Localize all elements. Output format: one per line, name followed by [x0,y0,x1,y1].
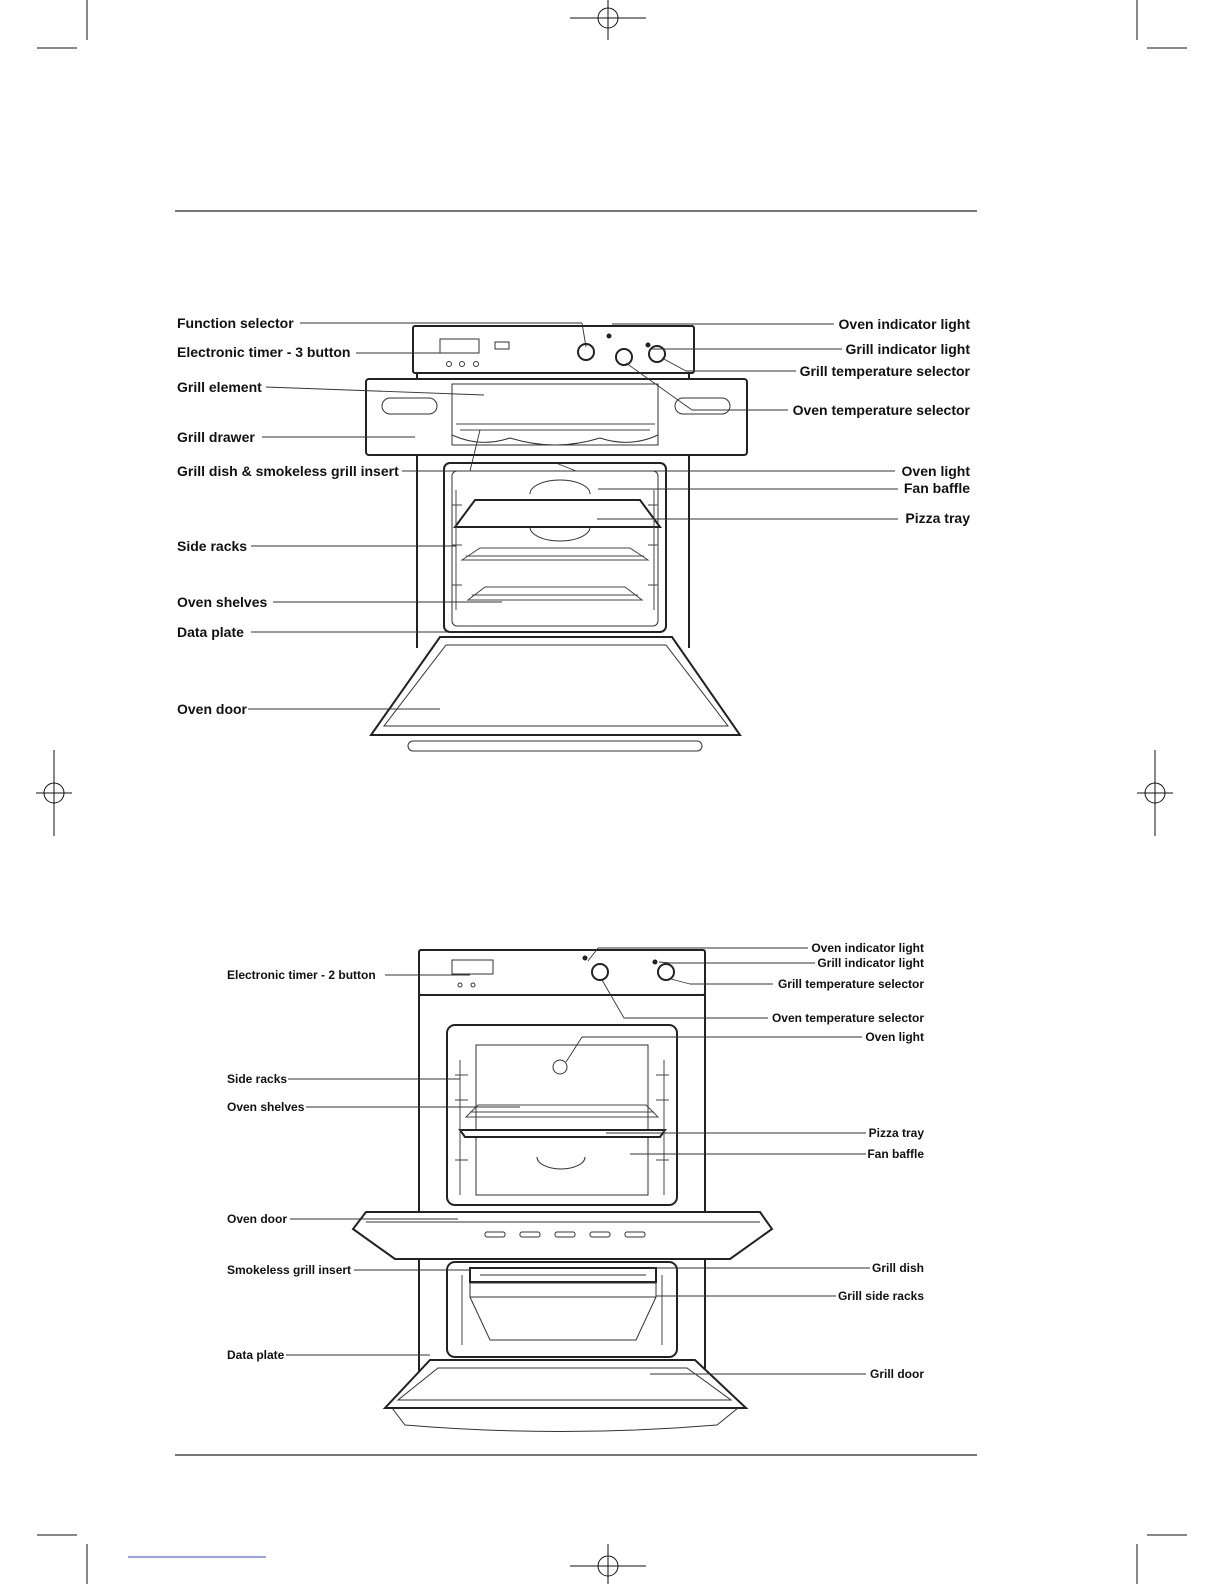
function-selector-knob [577,343,595,361]
upper-oven-cavity [446,1024,678,1206]
label-oven-shelves: Oven shelves [177,594,267,610]
oven-door-handle [407,740,703,752]
labels-top: Function selector Electronic timer - 3 b… [177,315,971,717]
label-electronic-timer-3-button: Electronic timer - 3 button [177,344,350,360]
label-grill-dish-insert: Grill dish & smokeless grill insert [177,463,399,479]
registration-mark-left [36,750,72,836]
pizza-tray [458,1129,667,1138]
grill-indicator-light [652,959,658,965]
grill-temperature-knob [657,963,675,981]
side-racks [455,1060,669,1195]
label-oven-indicator-light: Oven indicator light [839,316,971,332]
control-panel [412,325,695,374]
label-grill-door: Grill door [870,1367,924,1381]
label-grill-indicator-light: Grill indicator light [817,956,924,970]
grill-indicator-light [645,342,651,348]
oven-shelves [464,1104,660,1118]
label-pizza-tray: Pizza tray [869,1126,925,1140]
label-side-racks: Side racks [177,538,247,554]
leaders-bottom [286,947,870,1375]
grill-drawer [365,378,748,456]
label-grill-temperature-selector: Grill temperature selector [778,977,924,991]
label-oven-indicator-light: Oven indicator light [811,941,924,955]
labels-bottom: Electronic timer - 2 button Side racks O… [227,941,924,1381]
grill-rack [456,423,655,431]
label-oven-door: Oven door [177,701,248,717]
oven-door-open [351,1211,774,1260]
oven-cavity [443,462,667,633]
side-racks [452,490,658,610]
registration-mark-right [1137,750,1173,836]
timer-display [439,338,480,354]
label-data-plate: Data plate [227,1348,285,1362]
grill-temperature-knob [648,345,666,363]
label-electronic-timer-2-button: Electronic timer - 2 button [227,968,376,982]
oven-drawing-top [365,325,748,752]
label-data-plate: Data plate [177,624,244,640]
oven-door-open [369,636,742,736]
label-oven-light: Oven light [902,463,971,479]
label-oven-light: Oven light [865,1030,924,1044]
drawer-handle-left [381,397,438,415]
registration-mark-bottom [570,1544,646,1584]
label-oven-temperature-selector: Oven temperature selector [793,402,971,418]
grill-door-open [382,1359,749,1409]
label-grill-temperature-selector: Grill temperature selector [800,363,971,379]
oven-shelves [460,547,650,601]
crop-marks [37,0,1187,1584]
label-oven-shelves: Oven shelves [227,1100,305,1114]
label-side-racks: Side racks [227,1072,287,1086]
oven-temperature-knob [591,963,609,981]
oven-drawing-bottom [351,949,774,1432]
label-grill-drawer: Grill drawer [177,429,255,445]
oven-indicator-light [582,955,588,961]
label-oven-temperature-selector: Oven temperature selector [772,1011,924,1025]
oven-light [552,1059,568,1075]
label-grill-dish: Grill dish [872,1261,924,1275]
control-panel [418,949,706,996]
oven-indicator-light [606,333,612,339]
label-smokeless-grill-insert: Smokeless grill insert [227,1263,351,1277]
label-grill-side-racks: Grill side racks [838,1289,924,1303]
oven-temperature-knob [615,348,633,366]
label-fan-baffle: Fan baffle [904,480,970,496]
leaders-top [248,322,898,710]
label-grill-indicator-light: Grill indicator light [846,341,971,357]
label-oven-door: Oven door [227,1212,287,1226]
grill-dish [469,1282,657,1298]
pizza-tray [453,499,662,528]
grill-cavity [446,1261,678,1358]
timer-display [451,959,494,975]
label-fan-baffle: Fan baffle [867,1147,924,1161]
drawer-handle-right [674,397,731,415]
grill-side-racks [461,1275,663,1345]
label-function-selector: Function selector [177,315,294,331]
label-pizza-tray: Pizza tray [905,510,970,526]
registration-mark-top [570,0,646,40]
label-grill-element: Grill element [177,379,262,395]
